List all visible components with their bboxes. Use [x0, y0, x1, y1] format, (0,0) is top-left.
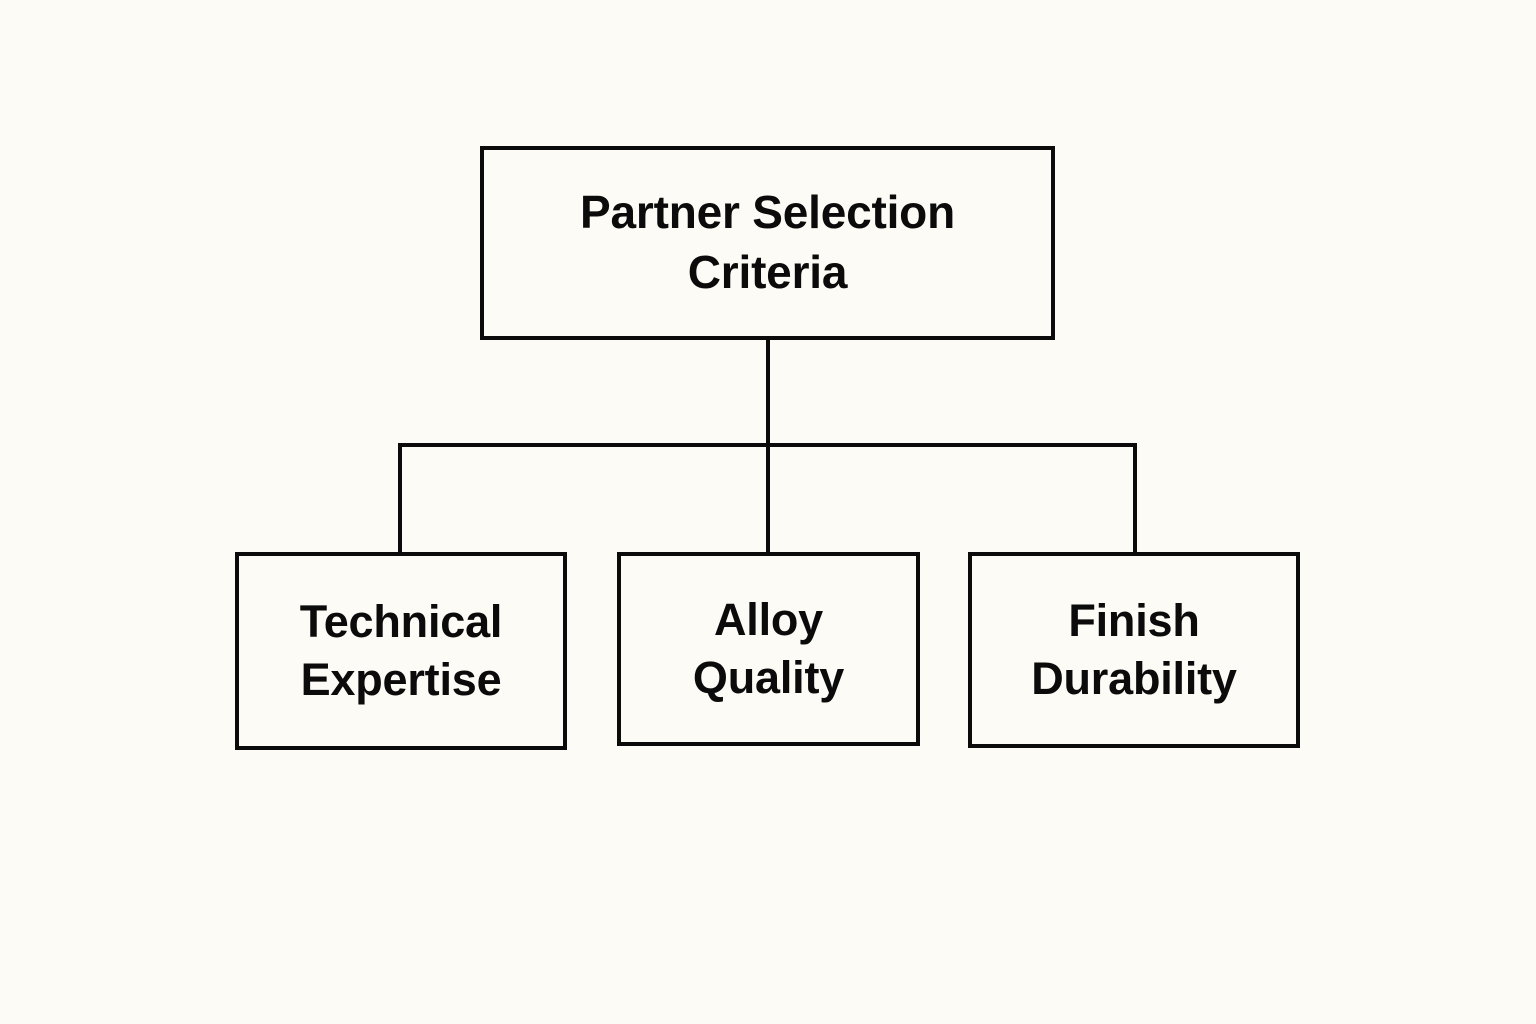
node-technical-expertise[interactable]: Technical Expertise [235, 552, 567, 750]
node-label-alloy-quality: Alloy Quality [692, 593, 845, 704]
node-label-technical-expertise: Technical Expertise [299, 595, 503, 706]
node-label-partner-selection-criteria: Partner Selection Criteria [580, 186, 955, 298]
node-partner-selection-criteria[interactable]: Partner Selection Criteria [480, 146, 1055, 340]
node-label-finish-durability: Finish Durability [1031, 594, 1237, 705]
node-alloy-quality[interactable]: Alloy Quality [617, 552, 920, 746]
node-finish-durability[interactable]: Finish Durability [968, 552, 1300, 748]
